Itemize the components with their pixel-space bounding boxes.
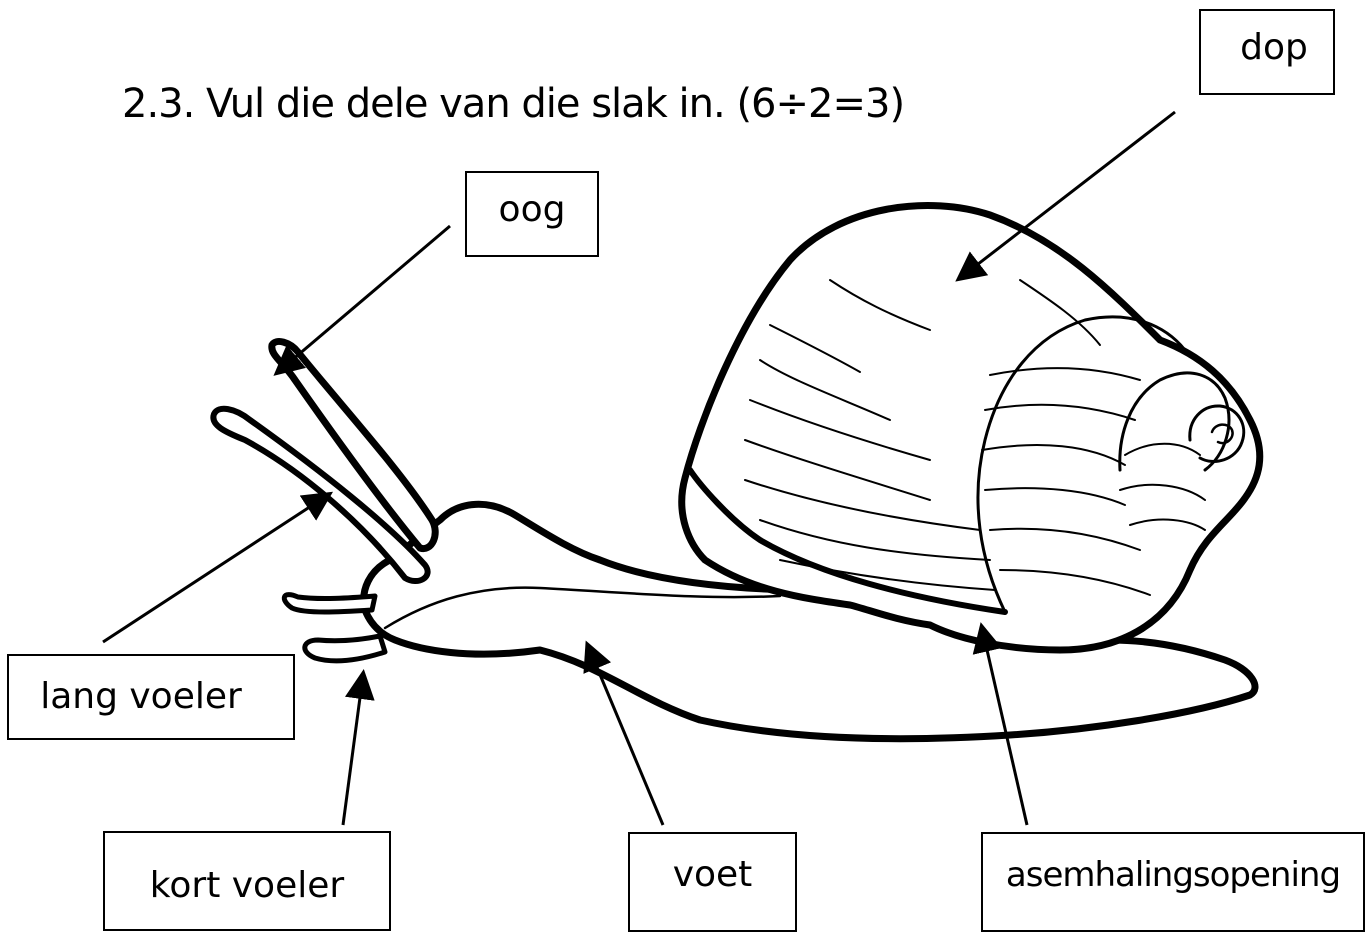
foot-inner-line — [383, 586, 782, 630]
long-tentacle-back — [268, 338, 439, 552]
label-kort-voeler: kort voeler — [149, 865, 345, 906]
label-voet: voet — [672, 854, 753, 895]
label-box-lang-voeler[interactable]: lang voeler — [7, 654, 295, 740]
label-lang-voeler: lang voeler — [40, 676, 242, 717]
shell-outline — [678, 201, 1264, 654]
label-box-oog[interactable]: oog — [465, 171, 599, 257]
label-box-kort-voeler[interactable]: kort voeler — [103, 831, 391, 931]
apex — [1188, 404, 1246, 463]
exercise-title: 2.3. Vul die dele van die slak in. (6÷2=… — [122, 81, 905, 127]
arrows — [102, 110, 1176, 826]
shell-growth-lines — [744, 279, 1206, 596]
label-box-dop[interactable]: dop — [1199, 9, 1335, 95]
long-tentacle-front — [210, 405, 431, 585]
label-asemhalingsopening: asemhalingsopening — [1005, 855, 1341, 895]
whorl-2 — [976, 315, 1187, 614]
arrow-oog — [273, 224, 451, 376]
label-dop: dop — [1240, 27, 1308, 68]
arrow-kort-voeler — [341, 669, 375, 826]
arrow-asemhalingsopening — [972, 622, 1029, 826]
arrow-dop — [955, 110, 1176, 282]
shell-lip — [687, 467, 1008, 615]
label-box-voet[interactable]: voet — [628, 832, 797, 932]
label-box-asemhalingsopening[interactable]: asemhalingsopening — [981, 832, 1365, 932]
arrow-voet — [583, 640, 665, 826]
snail-shell — [678, 201, 1264, 654]
arrow-lang-voeler — [102, 491, 334, 644]
apex-center — [1210, 423, 1234, 445]
short-tentacle-upper — [281, 592, 378, 615]
label-oog: oog — [498, 189, 566, 230]
snail-body — [210, 338, 1259, 743]
whorl-3 — [1118, 371, 1231, 472]
short-tentacle-lower — [302, 633, 388, 664]
